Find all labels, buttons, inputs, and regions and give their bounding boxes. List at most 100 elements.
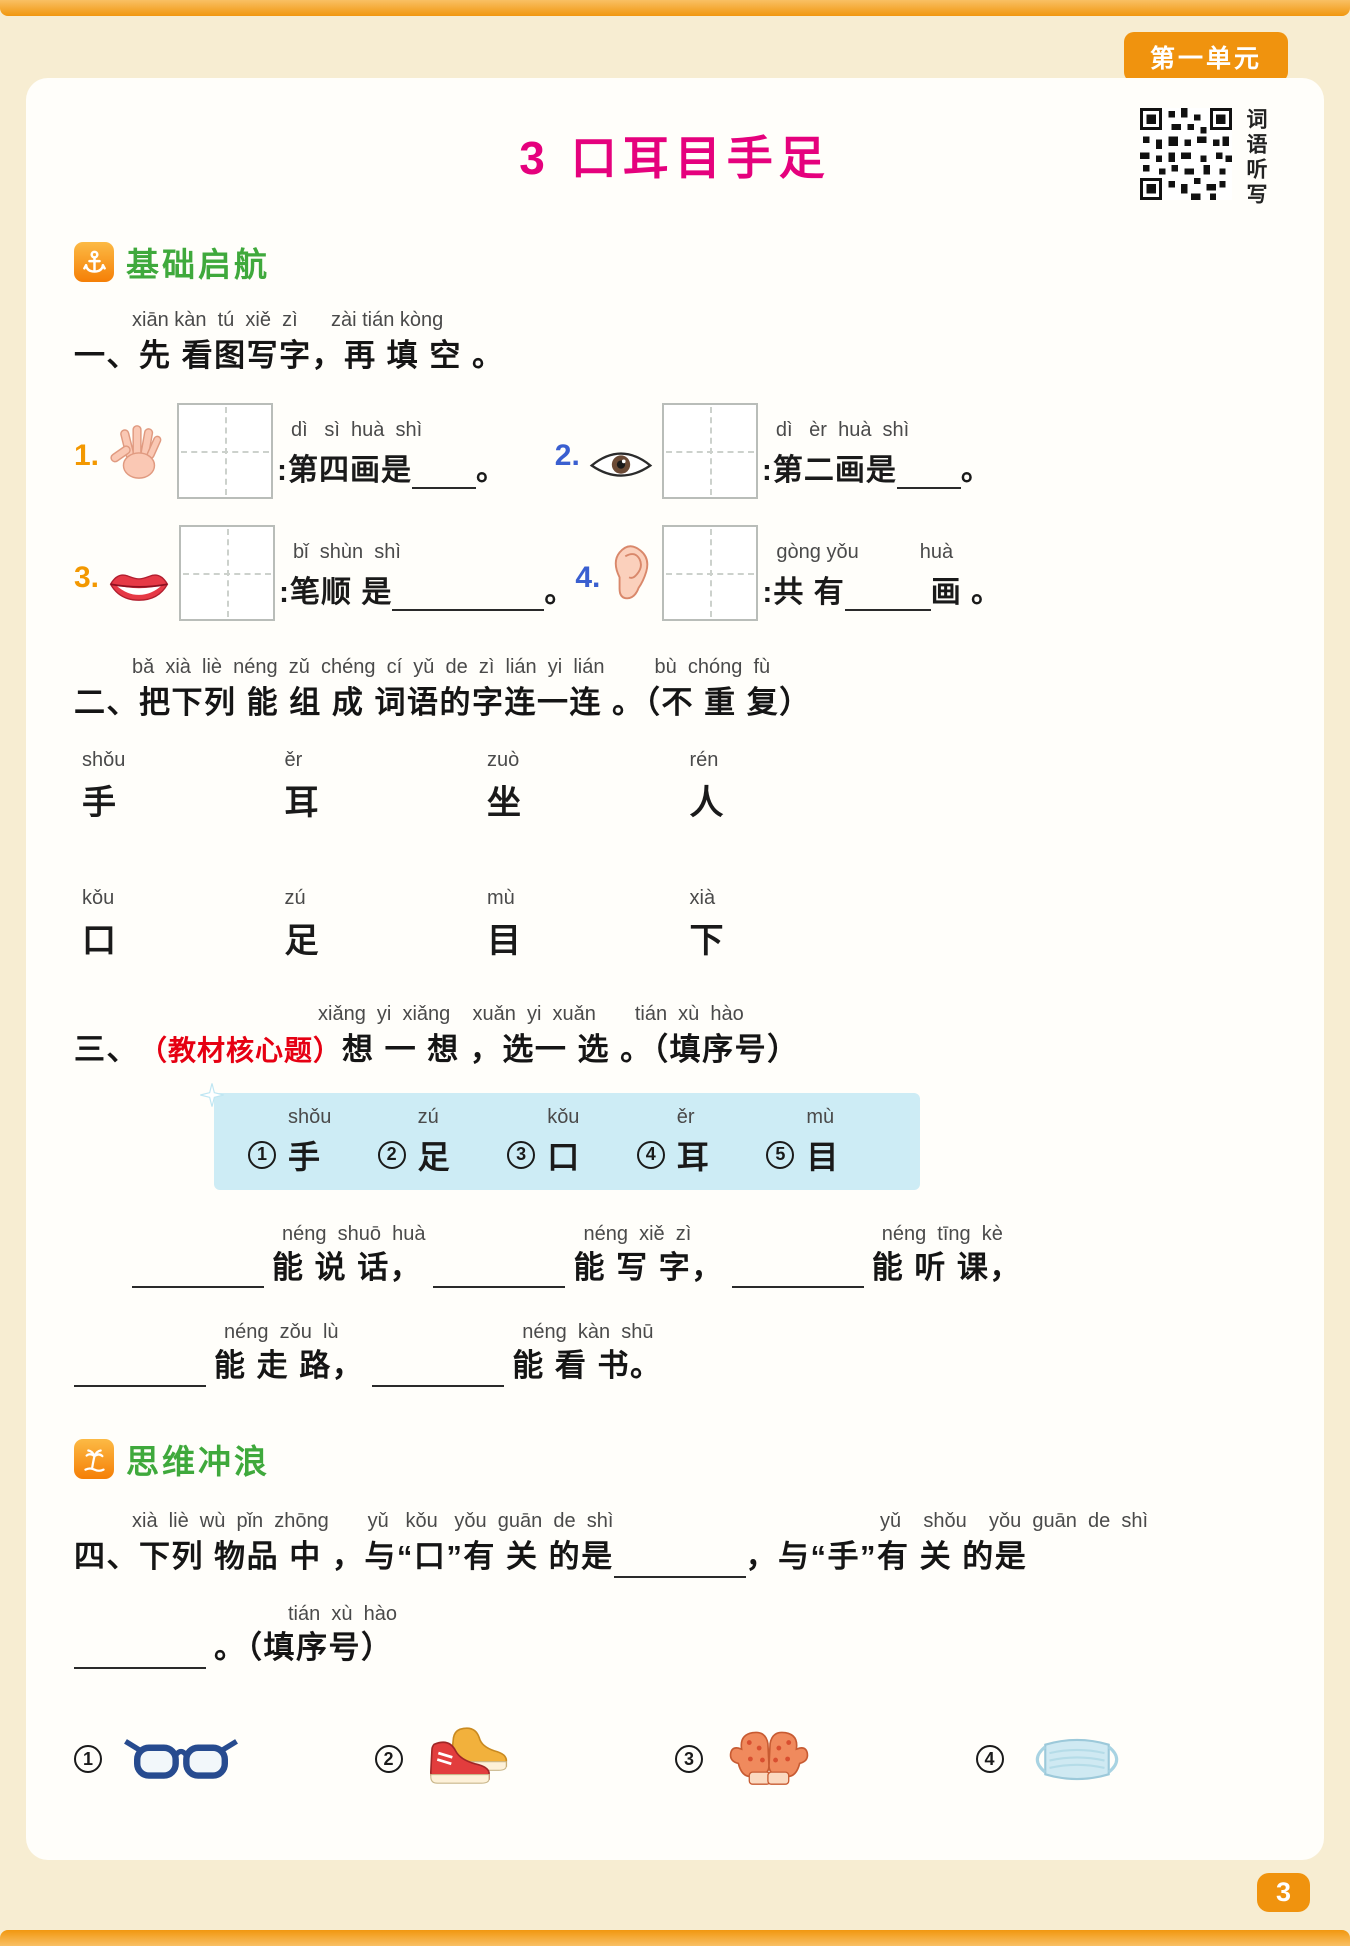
- item-text-before: :第二画是: [761, 453, 897, 487]
- writing-box: [177, 402, 274, 499]
- char-pinyin: rén: [689, 748, 719, 771]
- segment-hanzi: 能 写 字，: [573, 1249, 724, 1285]
- char-hanzi: 人: [689, 783, 724, 822]
- fill-blank: [392, 575, 545, 611]
- option-pinyin: shǒu: [288, 1105, 332, 1128]
- option-hanzi: 耳: [676, 1138, 709, 1175]
- circled-number: 1: [74, 1745, 102, 1774]
- ex1-item-2: 2. dì èr huà shì :第二画是。: [554, 402, 992, 499]
- item-pinyin: bǐ shùn shì: [293, 540, 401, 563]
- section-thinking-header: 思维冲浪: [74, 1435, 1276, 1483]
- ex4-instruction-line-2: tián xù hào 。（填序号）: [74, 1602, 1276, 1669]
- char-hanzi: 足: [284, 921, 319, 960]
- ex4-instruction-line: 四、下列 物品 中 ，与“口”有 关 的是 ，与“手”有 关 的是: [74, 1536, 1276, 1579]
- ex4-part3: 。（填序号）: [214, 1630, 394, 1666]
- char-pinyin: ěr: [284, 748, 303, 771]
- char-pinyin: xià: [689, 886, 716, 909]
- fill-blank: [844, 575, 931, 611]
- option-hanzi: 口: [547, 1138, 580, 1175]
- ex3-prefix: 三、: [74, 1031, 139, 1067]
- writing-box: [661, 402, 758, 499]
- segment-pinyin: néng zǒu lù: [224, 1321, 339, 1344]
- segment-hanzi: 能 听 课，: [871, 1249, 1022, 1285]
- circled-number: 1: [248, 1140, 276, 1169]
- item-text-before: :共 有: [762, 575, 845, 609]
- mouth-icon: [107, 568, 171, 609]
- picture-option: 4: [975, 1732, 1277, 1787]
- anchor-icon: [74, 242, 114, 282]
- fill-blank: [613, 1542, 746, 1579]
- sentence-segment: néng zǒu lù 能 走 路，: [214, 1320, 364, 1387]
- match-char: zú 足: [285, 886, 488, 962]
- shoes-icon: [423, 1725, 527, 1794]
- char-pinyin: zú: [284, 886, 306, 909]
- ex4-part2: ，与“手”有 关 的是: [745, 1539, 1028, 1575]
- circled-number: 2: [377, 1140, 406, 1169]
- bottom-border-bar: [0, 1930, 1350, 1946]
- writing-box: [179, 524, 276, 621]
- circled-number: 3: [675, 1745, 703, 1774]
- option-pinyin: zú: [417, 1105, 439, 1128]
- option-pinyin: ěr: [676, 1105, 695, 1128]
- ex1-row-2: 3. bǐ shùn shì :笔顺 是。 4.: [74, 524, 1276, 621]
- char-hanzi: 目: [487, 921, 521, 960]
- item-number: 1.: [74, 438, 100, 472]
- section-thinking-label: 思维冲浪: [126, 1443, 270, 1481]
- segment-hanzi: 能 走 路，: [214, 1348, 365, 1384]
- match-char: rén 人: [690, 748, 893, 824]
- ex4-pinyin-line2: tián xù hào: [288, 1603, 397, 1626]
- circled-number: 5: [766, 1140, 795, 1169]
- ex1-item-4: 4. gòng yǒu huà :共 有画 。: [575, 524, 1002, 621]
- item-number: 2.: [554, 438, 580, 472]
- char-pinyin: zuò: [487, 748, 520, 771]
- ear-icon: [608, 543, 654, 609]
- sentence-segment: tián xù hào 。（填序号）: [214, 1602, 397, 1669]
- char-hanzi: 耳: [284, 783, 319, 822]
- ex1-item-1: 1. dì sì huà: [74, 402, 555, 499]
- fill-blank: [896, 453, 961, 489]
- segment-pinyin: néng kàn shū: [522, 1321, 654, 1344]
- fill-blank: [412, 453, 477, 489]
- lesson-number: 3: [519, 132, 545, 184]
- mittens-icon: [723, 1726, 815, 1792]
- fill-blank: [74, 1351, 206, 1388]
- segment-pinyin: néng xiě zì: [583, 1222, 692, 1245]
- page-number-badge: 3: [1256, 1873, 1310, 1912]
- item-text: dì èr huà shì :第二画是。: [762, 418, 992, 499]
- option-hanzi: 足: [417, 1138, 450, 1175]
- item-text-before: :笔顺 是: [279, 575, 393, 609]
- ex1-row-1: 1. dì sì huà: [74, 402, 1276, 499]
- ex3-pinyin: xiǎng yi xiǎng xuǎn yi xuǎn tián xù hào: [318, 1002, 744, 1025]
- ex2-instruction: 二、把下列 能 组 成 词语的字连一连 。（不 重 复）: [74, 684, 812, 720]
- ex1-instruction: 一、先 看图写字，再 填 空 。: [74, 338, 505, 373]
- writing-box: [662, 524, 759, 621]
- item-text: bǐ shùn shì :笔顺 是。: [279, 540, 575, 621]
- item-pinyin: gòng yǒu huà: [776, 540, 954, 563]
- picture-option: 1: [74, 1736, 375, 1783]
- item-text: gòng yǒu huà :共 有画 。: [762, 540, 1002, 621]
- ex4-pinyin-right: yǔ shǒu yǒu guān de shì: [880, 1510, 1148, 1533]
- fill-blank: [372, 1351, 505, 1388]
- circled-number: 2: [374, 1745, 403, 1774]
- item-text-after: 。: [476, 453, 508, 487]
- item-text-before: :第四画是: [277, 453, 413, 487]
- sentence-segment: néng xiě zì 能 写 字，: [573, 1222, 723, 1289]
- mask-icon: [1024, 1732, 1130, 1787]
- top-border-bar: [0, 0, 1350, 16]
